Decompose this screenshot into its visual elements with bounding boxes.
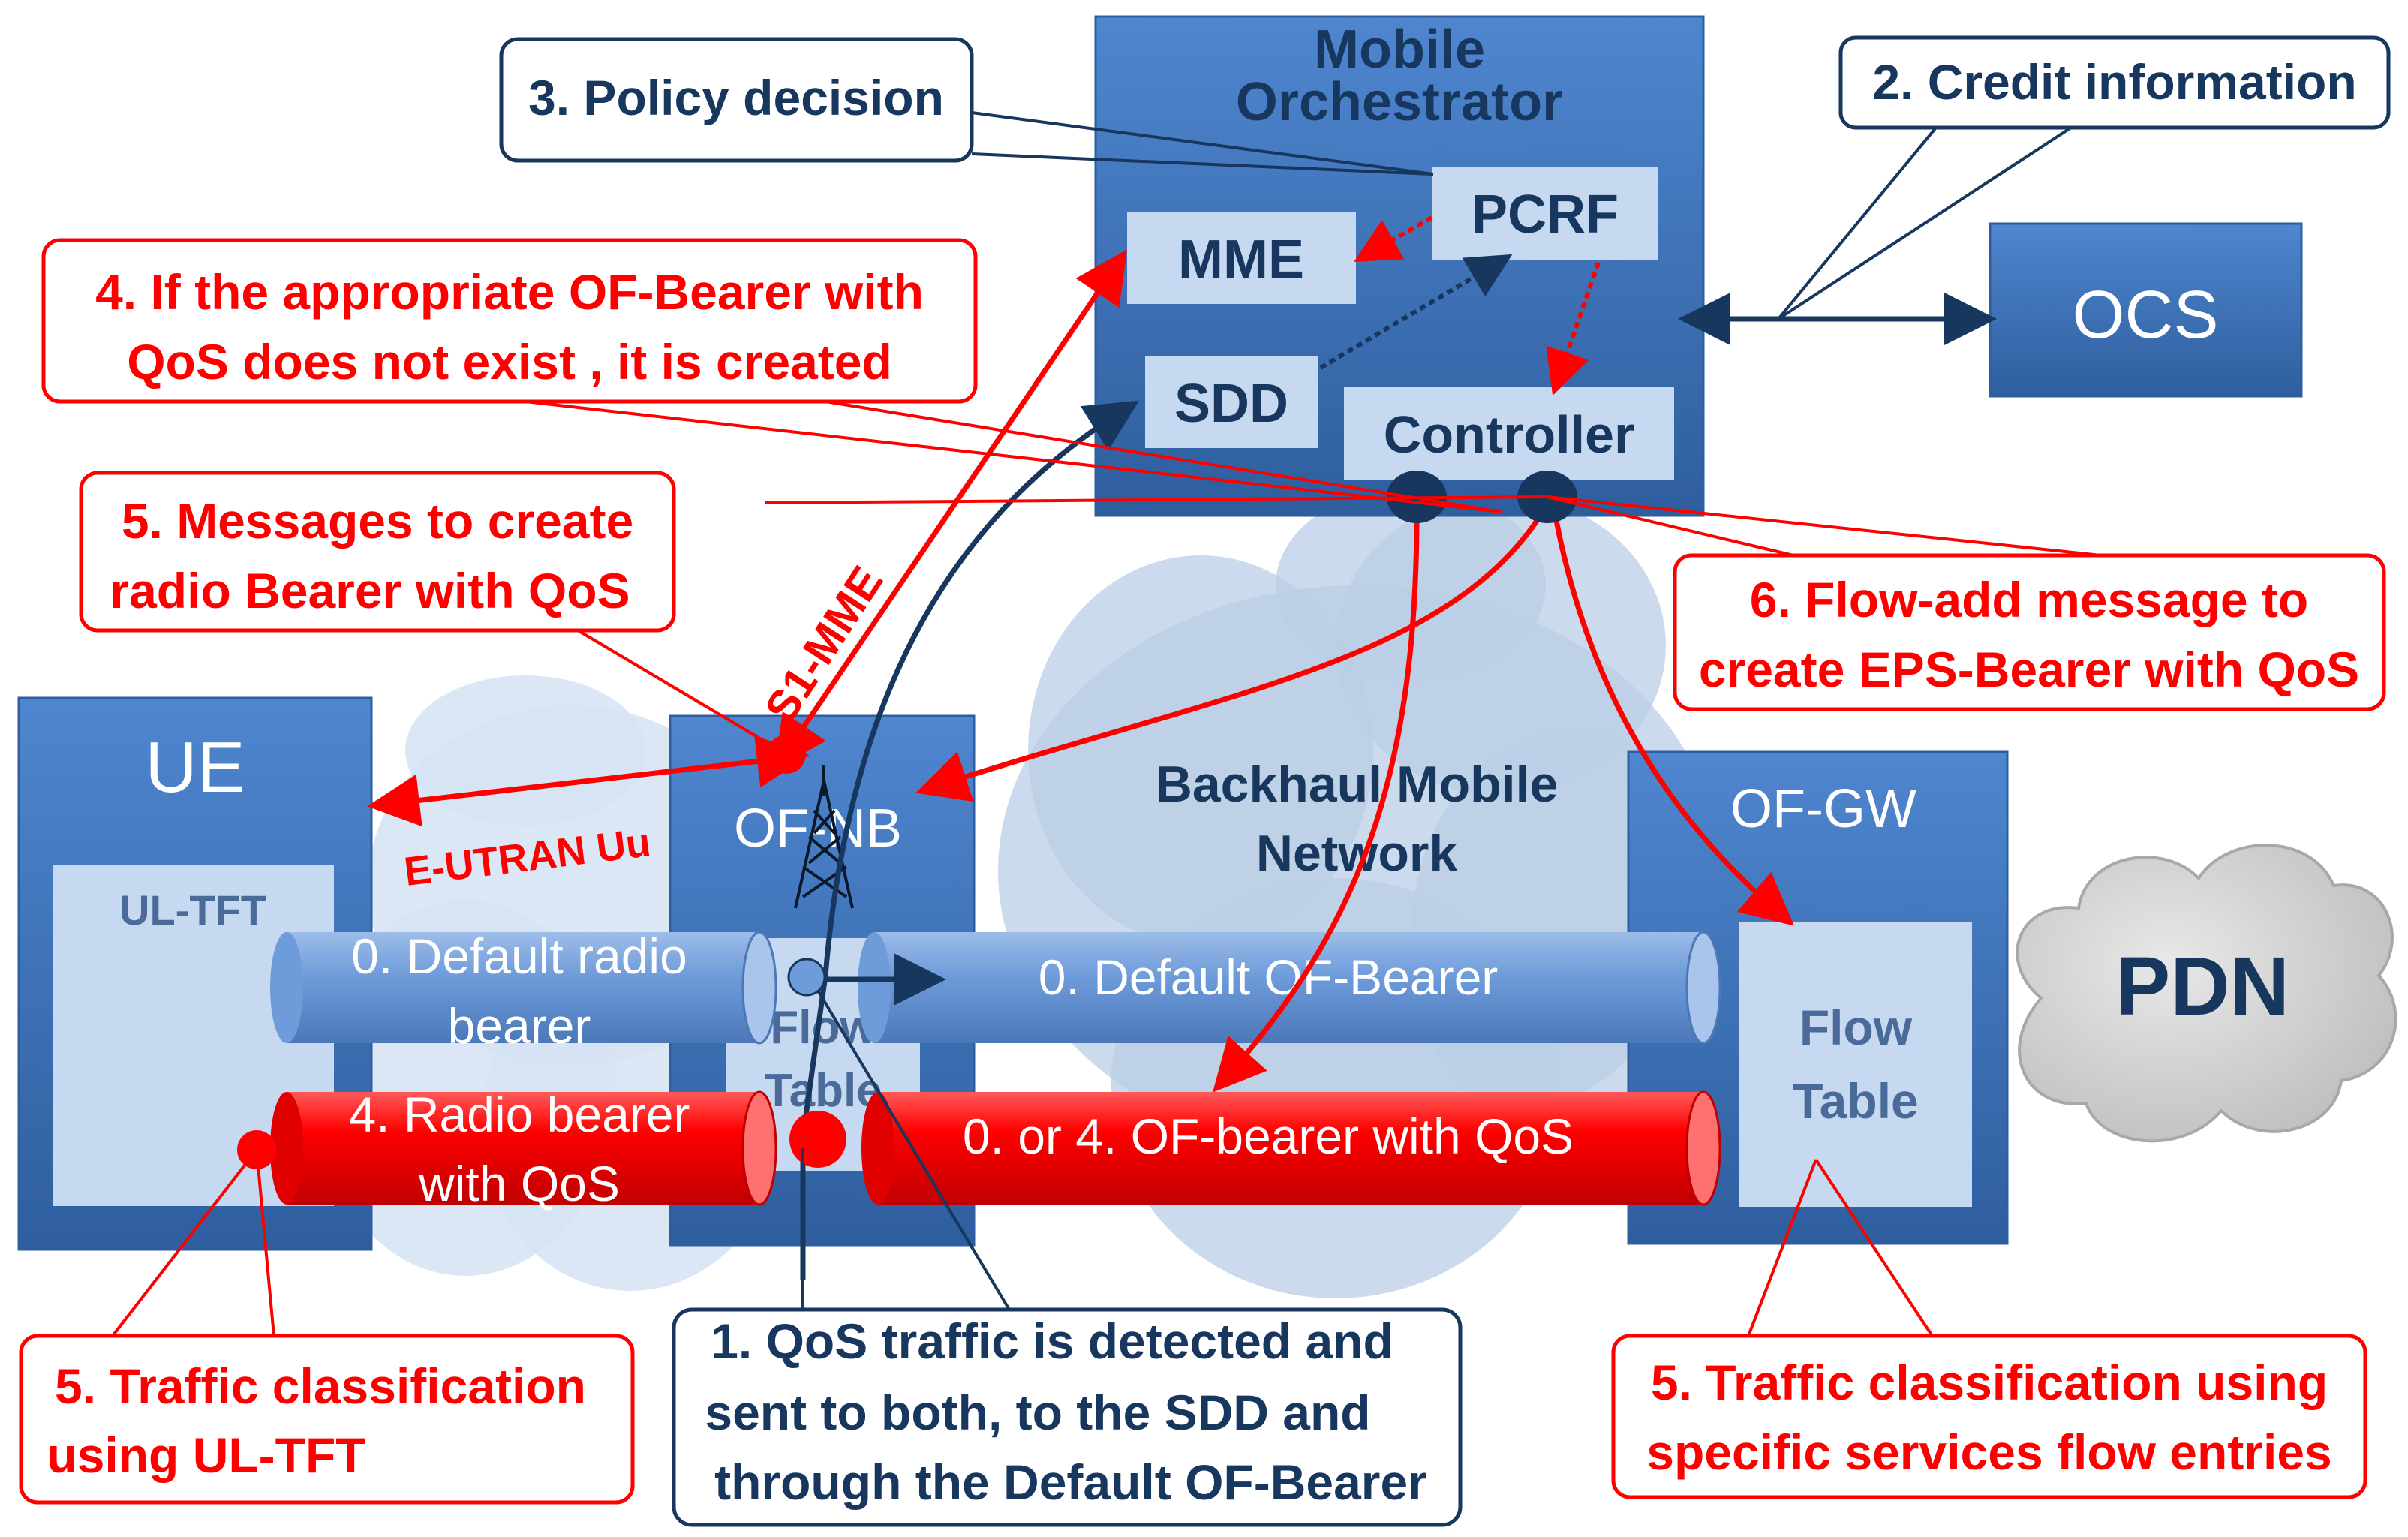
pcrf-to-controller-arrow xyxy=(1546,262,1601,396)
s1-mme-label: S1-MME xyxy=(755,558,892,732)
radio-qos-line1: 4. Radio bearer xyxy=(349,1087,690,1142)
sdd-to-pcrf-arrow xyxy=(1319,254,1513,370)
radio-bearer-messages-line2: radio Bearer with QoS xyxy=(110,563,630,618)
policy-decision-callout xyxy=(499,37,974,163)
ul-tft-classification-line2: using UL-TFT xyxy=(47,1427,365,1483)
ocs-label: OCS xyxy=(2072,278,2218,353)
ofgw-flow-table-box[interactable] xyxy=(1739,922,1972,1207)
ofgw-flow-line1: Flow xyxy=(1799,1000,1913,1055)
ofnb-flow-line1: Flow xyxy=(770,1002,876,1054)
gw-classification-line2: specific services flow entries xyxy=(1646,1424,2331,1480)
controller-to-ofnb-arrow xyxy=(915,503,1550,802)
flow-add-callout xyxy=(1673,553,2386,711)
e-utran-uu-link xyxy=(367,735,810,827)
callout-leaders xyxy=(111,111,2102,1337)
ofbearer-creation-callout xyxy=(41,238,978,404)
ofnb-flow-line2: Table xyxy=(764,1065,882,1117)
gw-classification-callout xyxy=(1611,1334,2367,1499)
controller-box[interactable] xyxy=(1344,387,1674,480)
default-of-bearer-label: 0. Default OF-Bearer xyxy=(1039,949,1499,1005)
ul-tft-label: UL-TFT xyxy=(119,886,266,934)
ul-tft-classification-line1: 5. Traffic classification xyxy=(55,1358,586,1414)
ul-tft-classification-callout xyxy=(19,1334,635,1505)
qos-detection-line3: through the Default OF-Bearer xyxy=(714,1454,1427,1510)
orchestrator-title-line1: Mobile xyxy=(1314,20,1485,80)
ofbearer-creation-line1: 4. If the appropriate OF-Bearer with xyxy=(95,264,924,320)
mme-box[interactable] xyxy=(1127,212,1356,304)
qos-detection-callout xyxy=(672,1307,1463,1527)
of-qos-label: 0. or 4. OF-bearer with QoS xyxy=(963,1108,1574,1164)
gw-classification-line1: 5. Traffic classification using xyxy=(1651,1355,2328,1410)
default-radio-bearer-line2: bearer xyxy=(448,998,591,1054)
default-radio-bearer-line1: 0. Default radio xyxy=(351,928,687,984)
qos-detection-line1: 1. QoS traffic is detected and xyxy=(711,1313,1393,1369)
radio-bearer-with-qos[interactable] xyxy=(270,1090,777,1206)
flow-add-line2: create EPS-Bearer with QoS xyxy=(1699,642,2359,697)
of-bearer-with-qos[interactable] xyxy=(861,1090,1721,1206)
radio-qos-line2: with QoS xyxy=(418,1156,620,1211)
ofnb-flow-node xyxy=(787,958,826,997)
qos-detection-line2: sent to both, to the SDD and xyxy=(705,1385,1370,1440)
sdd-box[interactable] xyxy=(1145,356,1318,448)
controller-to-of-bearer-arrow xyxy=(1213,504,1420,1093)
mme-label: MME xyxy=(1178,230,1304,290)
pcrf-label: PCRF xyxy=(1472,185,1619,245)
controller-to-ofgw-arrow xyxy=(1550,504,1795,926)
radio-bearer-messages-callout xyxy=(79,471,676,633)
ue-title: UE xyxy=(145,727,245,808)
credit-information-text: 2. Credit information xyxy=(1872,54,2356,110)
default-radio-bearer[interactable] xyxy=(270,931,777,1045)
pdn-cloud xyxy=(2016,844,2397,1143)
pdn-label: PDN xyxy=(2115,940,2289,1033)
sdd-label: SDD xyxy=(1174,374,1288,434)
flow-add-line1: 6. Flow-add message to xyxy=(1750,572,2309,627)
pcrf-box[interactable] xyxy=(1432,167,1658,260)
ofgw-flow-line2: Table xyxy=(1793,1073,1918,1129)
ofbearer-creation-line2: QoS does not exist , it is created xyxy=(127,334,892,390)
controller-label: Controller xyxy=(1384,405,1634,464)
orchestrator-title-line2: Orchestrator xyxy=(1236,72,1563,132)
ofnb-qos-dot xyxy=(789,1111,846,1168)
credit-information-callout xyxy=(1838,35,2391,130)
ocs-box[interactable] xyxy=(1989,222,2303,398)
backhaul-label-line1: Backhaul Mobile xyxy=(1156,756,1559,813)
default-of-bearer[interactable] xyxy=(858,931,1721,1045)
radio-bearer-messages-line1: 5. Messages to create xyxy=(122,493,633,549)
pcrf-to-mme-arrow xyxy=(1354,215,1433,262)
policy-decision-text: 3. Policy decision xyxy=(528,70,944,125)
ofgw-title: OF-GW xyxy=(1730,779,1916,839)
